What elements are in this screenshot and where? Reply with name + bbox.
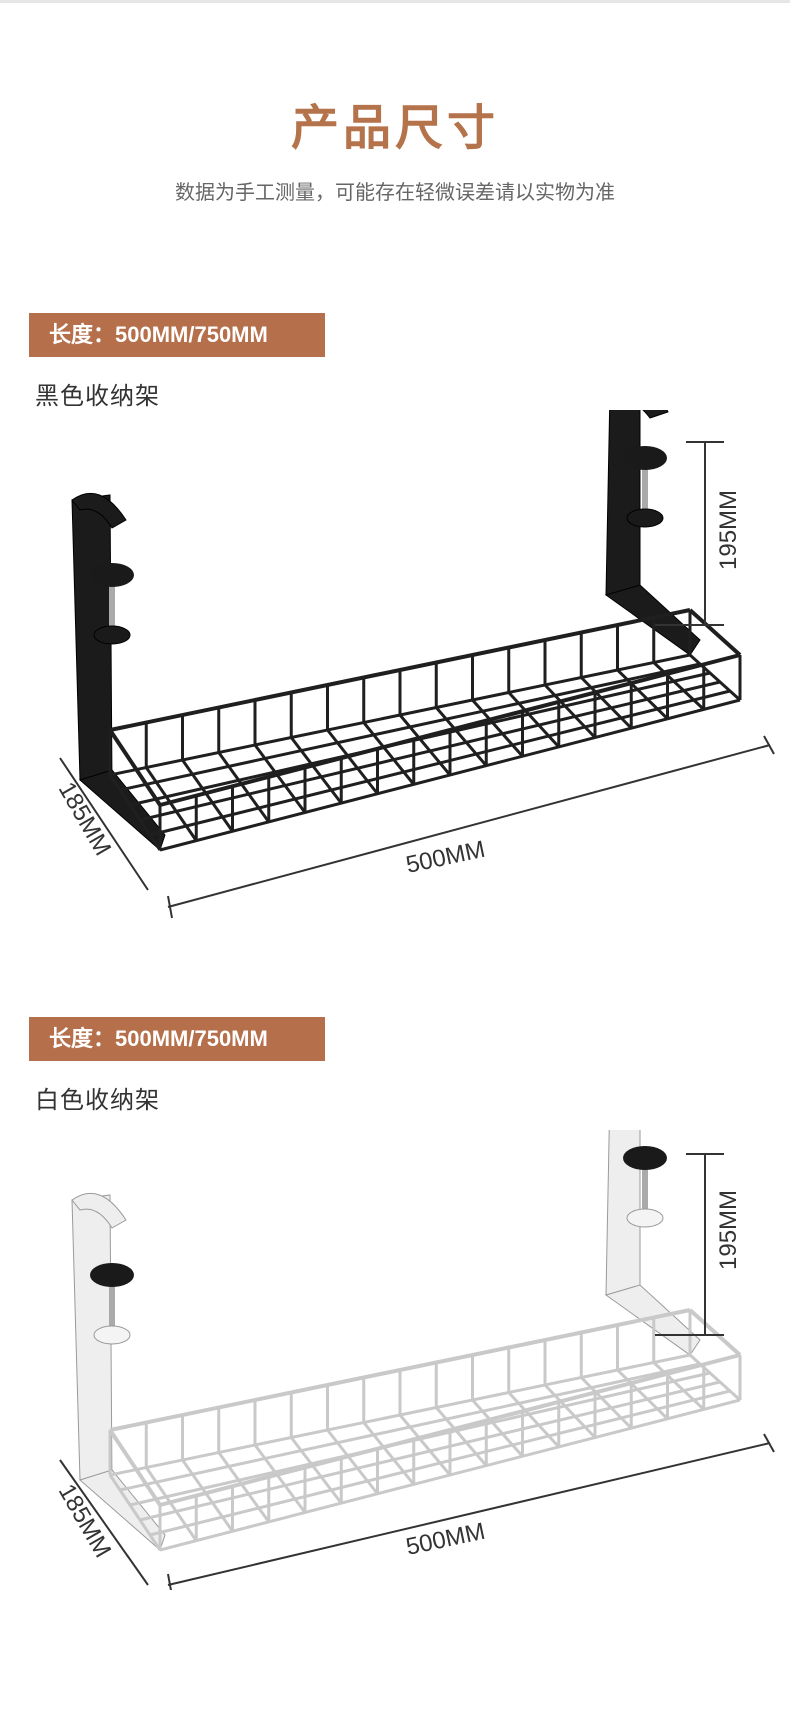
length-label: 500MM: [404, 1518, 488, 1561]
white-rack-image: [71, 1130, 742, 1552]
height-label: 195MM: [715, 1190, 742, 1270]
white-rack-illustration: 195MM 185MM 500MM: [53, 1130, 775, 1590]
length-badge-white: 长度：500MM/750MM: [29, 1017, 325, 1061]
height-dimension: 195MM: [655, 1153, 742, 1336]
length-badge-black: 长度：500MM/750MM: [29, 313, 325, 357]
height-dimension: 195MM: [655, 441, 742, 626]
length-dimension: 500MM: [167, 1433, 775, 1590]
page-title: 产品尺寸: [290, 100, 499, 156]
clamp-knob-icon: [90, 1263, 134, 1345]
clamp-knob-icon: [623, 1146, 667, 1228]
top-divider: [0, 0, 790, 3]
wire-basket: [108, 608, 742, 852]
black-rack-image: [71, 410, 742, 852]
length-dimension: 500MM: [167, 735, 775, 919]
clamp-knob-icon: [623, 446, 667, 528]
page-subtitle: 数据为手工测量，可能存在轻微误差请以实物为准: [175, 180, 615, 204]
white-rack-label: 白色收纳架: [35, 1086, 160, 1114]
black-rack-label: 黑色收纳架: [35, 382, 160, 410]
clamp-knob-icon: [90, 563, 134, 645]
black-rack-illustration: 195MM 185MM 500MM: [53, 410, 775, 919]
length-label: 500MM: [404, 836, 488, 879]
height-label: 195MM: [715, 490, 742, 570]
wire-basket: [108, 1308, 742, 1552]
